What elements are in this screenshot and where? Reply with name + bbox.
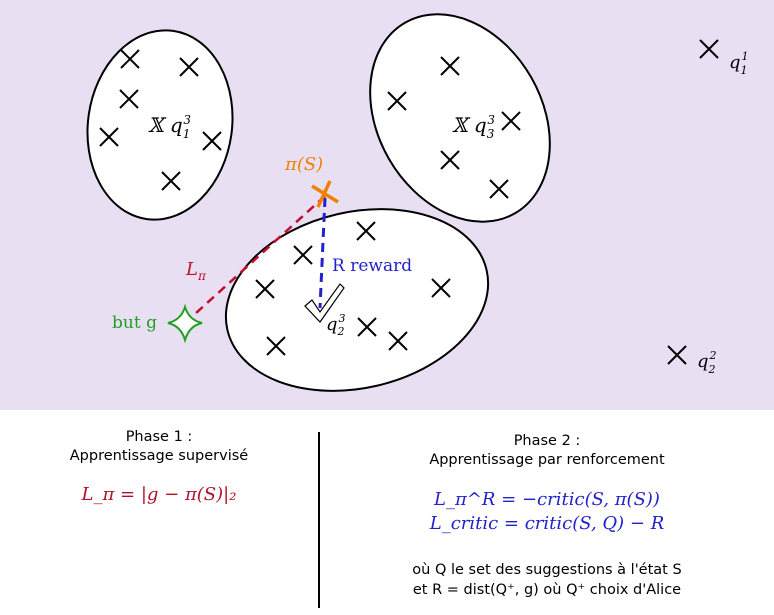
goal-label: but g	[112, 313, 157, 333]
cross-marker	[255, 279, 275, 299]
pi-s-label: π(S)	[284, 154, 323, 175]
cluster-2-ellipse	[224, 208, 490, 392]
l-pi-label: Lπ	[185, 259, 207, 283]
cross-marker	[440, 56, 460, 76]
phase2-section: Phase 2 : Apprentissage par renforcement…	[320, 432, 774, 600]
cross-marker	[202, 131, 222, 151]
phase2-formula-2: L_critic = critic(S, Q) − R	[429, 513, 665, 534]
cross-marker	[120, 49, 140, 69]
phase2-formula-1: L_π^R = −critic(S, π(S))	[434, 489, 660, 510]
phase1-formula: L_π = |g − π(S)|₂	[81, 484, 237, 505]
phase2-note-2: et R = dist(Q⁺, g) où Q⁺ choix d'Alice	[412, 582, 682, 598]
reward-dashed-line	[318, 197, 327, 309]
cross-marker	[667, 345, 687, 365]
cross-marker	[99, 127, 119, 147]
phase2-title: Phase 2 :	[513, 433, 581, 449]
l-pi-dashed-line	[184, 195, 326, 324]
phase1-section: Phase 1 : Apprentissage supervisé L_π = …	[0, 428, 318, 505]
reward-label: R reward	[332, 256, 412, 276]
cross-marker	[388, 331, 408, 351]
cluster-3-label: 𝕏 q33	[452, 113, 495, 141]
cross-marker	[266, 336, 286, 356]
q1-1-label: q11	[729, 50, 749, 77]
cross-marker	[387, 91, 407, 111]
goal-star-icon	[167, 303, 203, 344]
cross-marker	[431, 278, 451, 298]
cluster-1-ellipse	[86, 29, 234, 221]
phase-divider	[318, 432, 320, 608]
q2-2-label: q22	[697, 349, 717, 376]
cross-marker	[489, 179, 509, 199]
cross-marker	[179, 57, 199, 77]
diagram-canvas: 𝕏 q13 𝕏 q33 q23 q11 q22 π(S) Lπ R reward…	[0, 0, 774, 410]
phase2-note-1: où Q le set des suggestions à l'état S	[412, 562, 682, 578]
q2-3-label: q23	[326, 312, 346, 338]
cluster-1-label: 𝕏 q13	[148, 113, 191, 141]
cross-marker	[357, 317, 377, 337]
cross-marker	[356, 221, 376, 241]
cross-marker	[119, 89, 139, 109]
phase2-subtitle: Apprentissage par renforcement	[429, 452, 665, 468]
cluster-3-ellipse	[369, 13, 551, 223]
phase1-title: Phase 1 :	[125, 429, 193, 445]
cross-markers	[99, 39, 719, 365]
checkmark-icon	[304, 283, 345, 323]
cross-marker	[161, 171, 181, 191]
cross-marker	[699, 39, 719, 59]
cross-marker	[293, 245, 313, 265]
cross-marker	[440, 150, 460, 170]
phase1-subtitle: Apprentissage supervisé	[69, 448, 249, 464]
cross-marker	[501, 111, 521, 131]
pi-s-marker	[311, 180, 339, 208]
